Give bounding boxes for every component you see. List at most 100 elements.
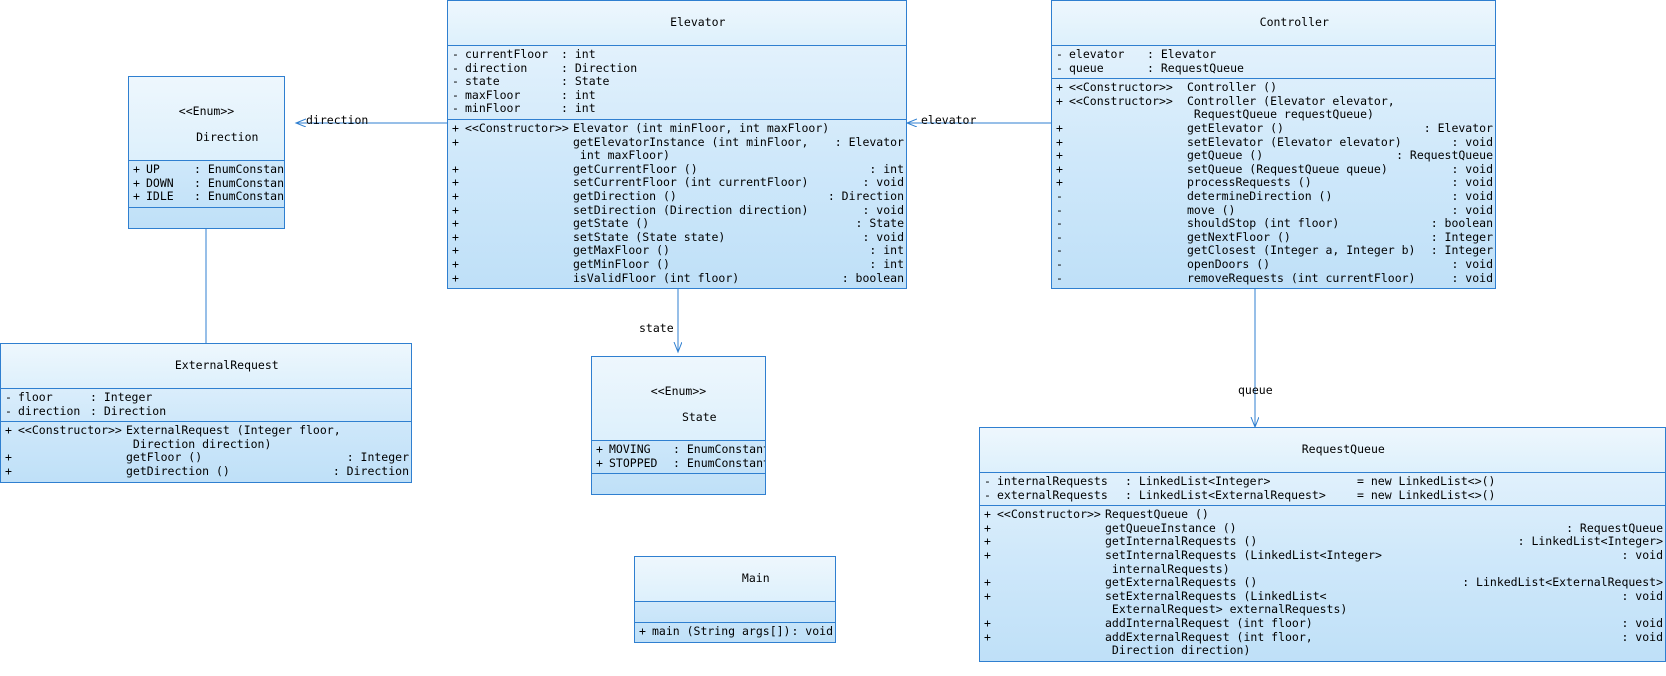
method-signature: Controller (Elevator elevator, RequestQu… (1187, 93, 1395, 122)
attribute-name: minFloor (465, 101, 521, 116)
method-return-type: : void (1621, 588, 1663, 603)
visibility-marker: + (452, 188, 459, 203)
attribute-name: direction (18, 403, 81, 418)
class-box-direction[interactable]: <<Enum>> Direction +UP: EnumConstant+DOW… (128, 76, 285, 229)
attribute-row: +STOPPED: EnumConstant (592, 455, 765, 471)
method-signature: ExternalRequest (Integer floor, Directio… (126, 423, 341, 451)
visibility-marker: - (452, 101, 459, 116)
attribute-type: : int (561, 87, 596, 102)
visibility-marker: + (5, 463, 12, 478)
visibility-marker: - (1056, 202, 1063, 217)
method-stereotype: <<Constructor>> (1069, 93, 1173, 108)
method-signature: getMinFloor () (573, 256, 670, 271)
visibility-marker: + (984, 507, 991, 522)
class-box-elevator[interactable]: Elevator -currentFloor: int-direction: D… (447, 0, 907, 290)
method-return-type: : void (1621, 629, 1663, 644)
method-return-type: : void (1451, 175, 1493, 190)
method-signature: setQueue (RequestQueue queue) (1187, 161, 1388, 176)
class-box-state[interactable]: <<Enum>> State +MOVING: EnumConstant+STO… (591, 356, 766, 496)
method-return-type: : void (1451, 161, 1493, 176)
method-stereotype: <<Constructor>> (1069, 80, 1173, 95)
attributes-elevator: -currentFloor: int-direction: Direction-… (448, 46, 906, 120)
class-box-request-queue[interactable]: RequestQueue -internalRequests: LinkedLi… (979, 427, 1666, 662)
visibility-marker: + (133, 162, 140, 176)
method-signature: setDirection (Direction direction) (573, 202, 809, 217)
method-row: +getMaxFloor (): int (448, 244, 906, 258)
class-box-external-request[interactable]: ExternalRequest -floor: Integer-directio… (0, 343, 412, 483)
class-title-controller: Controller (1052, 1, 1495, 46)
method-row: +setInternalRequests (LinkedList<Integer… (980, 548, 1665, 576)
method-return-type: : int (869, 256, 904, 271)
method-row: +getElevatorInstance (int minFloor, int … (448, 135, 906, 163)
attribute-row: -floor: Integer (1, 390, 411, 405)
attribute-row: -direction: Direction (448, 60, 906, 76)
visibility-marker: + (984, 575, 991, 590)
method-row: +getCurrentFloor (): int (448, 162, 906, 177)
class-title-elevator: Elevator (448, 1, 906, 46)
visibility-marker: + (984, 588, 991, 603)
visibility-marker: - (1056, 60, 1063, 75)
visibility-marker: + (1056, 175, 1063, 190)
attribute-name: state (465, 74, 500, 89)
attribute-name: UP (146, 162, 160, 176)
attribute-name: STOPPED (609, 455, 658, 470)
attribute-type: : int (561, 47, 596, 61)
visibility-marker: + (452, 243, 459, 258)
method-return-type: : void (862, 229, 904, 244)
attribute-row: -internalRequests: LinkedList<Integer>= … (980, 474, 1665, 489)
attribute-row: +IDLE: EnumConstant (129, 190, 284, 204)
method-row: + setExternalRequests (LinkedList< Extern… (980, 588, 1665, 617)
class-box-controller[interactable]: Controller -elevator: Elevator-queue: Re… (1051, 0, 1496, 290)
method-row: -getNextFloor (): Integer (1052, 230, 1495, 245)
method-signature: getElevator () (1187, 120, 1284, 135)
visibility-marker: + (452, 175, 459, 190)
method-return-type: : RequestQueue (1566, 520, 1663, 535)
attributes-external-request: -floor: Integer-direction: Direction (1, 389, 411, 423)
method-row: +getElevator (): Elevator (1052, 120, 1495, 136)
method-signature: getMaxFloor () (573, 243, 670, 258)
visibility-marker: + (1056, 148, 1063, 163)
visibility-marker: + (5, 423, 12, 438)
visibility-marker: - (452, 60, 459, 75)
method-signature: getQueueInstance () (1105, 520, 1237, 535)
method-return-type: : boolean (1430, 216, 1493, 231)
method-row: +<<Constructor>>Controller () (1052, 81, 1495, 95)
class-title-main: Main (635, 557, 835, 602)
method-signature: setCurrentFloor (int currentFloor) (573, 175, 809, 190)
method-row: +addInternalRequest (int floor): void (980, 615, 1665, 631)
attribute-name: floor (18, 390, 53, 404)
attribute-row: +MOVING: EnumConstant (592, 442, 765, 457)
method-signature: shouldStop (int floor) (1187, 216, 1340, 231)
method-row: +processRequests (): void (1052, 176, 1495, 190)
attribute-row: -direction: Direction (1, 403, 411, 419)
method-return-type: : State (855, 216, 904, 231)
attribute-type: : LinkedList<Integer> (1125, 474, 1271, 488)
visibility-marker: - (1056, 188, 1063, 203)
attribute-name: IDLE (146, 189, 174, 204)
stereotype-direction: <<Enum>> (178, 104, 235, 118)
method-signature: addInternalRequest (int floor) (1105, 615, 1313, 630)
visibility-marker: - (984, 487, 991, 502)
method-return-type: : void (1451, 256, 1493, 271)
method-signature: setExternalRequests (LinkedList< Externa… (1105, 588, 1348, 617)
visibility-marker: - (452, 47, 459, 61)
attribute-name: elevator (1069, 47, 1125, 61)
attribute-name: DOWN (146, 175, 174, 190)
visibility-marker: - (5, 403, 12, 418)
method-row: +<<Constructor>>RequestQueue () (980, 508, 1665, 522)
method-signature: getInternalRequests () (1105, 534, 1258, 549)
class-box-main[interactable]: Main +main (String args[]): void (634, 556, 836, 643)
method-row: +getDirection (): Direction (1, 463, 411, 479)
class-title-direction: <<Enum>> Direction (129, 77, 284, 161)
method-row: -getClosest (Integer a, Integer b): Inte… (1052, 244, 1495, 258)
class-name-request-queue: RequestQueue (1301, 442, 1385, 456)
visibility-marker: + (984, 629, 991, 644)
visibility-marker: + (5, 450, 12, 465)
method-return-type: : Direction (827, 188, 904, 203)
method-row: +setQueue (RequestQueue queue): void (1052, 161, 1495, 177)
method-signature: getDirection () (126, 463, 230, 478)
method-signature: addExternalRequest (int floor, Direction… (1105, 629, 1313, 658)
method-row: +setCurrentFloor (int currentFloor): voi… (448, 176, 906, 190)
method-signature: RequestQueue () (1105, 507, 1209, 522)
attribute-name: direction (465, 60, 528, 75)
